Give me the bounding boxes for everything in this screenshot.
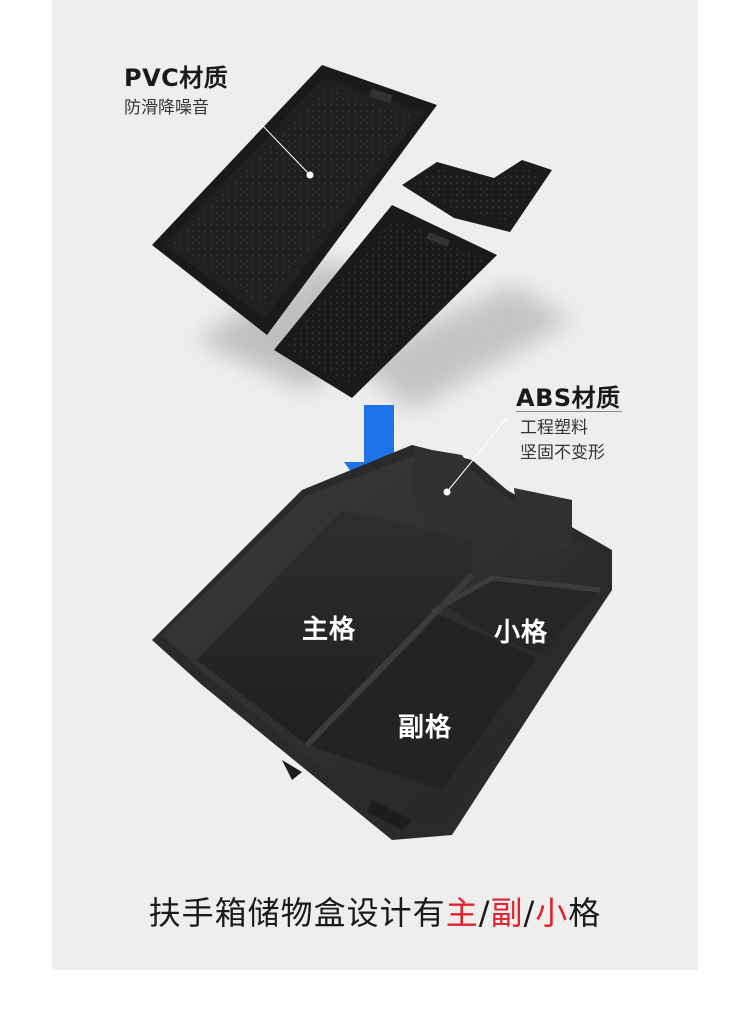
caption-secondary: 副 — [490, 894, 524, 932]
pvc-material-desc: 防滑降噪音 — [124, 98, 209, 118]
caption-main: 主 — [445, 894, 479, 932]
abs-material-title: ABS材质 — [516, 384, 621, 412]
pvc-mat-large — [152, 65, 437, 335]
caption-sep-1: / — [478, 894, 491, 932]
abs-tray — [152, 445, 612, 840]
secondary-compartment-label: 副格 — [398, 713, 453, 743]
abs-title-underline — [516, 411, 622, 412]
product-illustration — [152, 65, 612, 840]
caption-prefix: 扶手箱储物盒设计有 — [148, 894, 446, 932]
caption-small: 小 — [535, 894, 569, 932]
caption-sep-2: / — [523, 894, 536, 932]
abs-material-desc-2: 坚固不变形 — [520, 443, 605, 463]
pvc-mat-small — [402, 160, 552, 232]
main-compartment-label: 主格 — [302, 615, 357, 645]
small-compartment-label: 小格 — [494, 618, 549, 648]
abs-pointer — [443, 417, 508, 496]
pvc-material-title: PVC材质 — [124, 64, 229, 92]
abs-material-desc-1: 工程塑料 — [520, 418, 588, 438]
pvc-mat-medium — [274, 205, 497, 398]
pvc-pointer — [261, 124, 314, 179]
feature-caption: 扶手箱储物盒设计有主/副/小格 — [52, 888, 698, 934]
caption-suffix: 格 — [568, 894, 602, 932]
product-image-panel: PVC材质 防滑降噪音 ABS材质 工程塑料 坚固不变形 主格 小格 副格 扶手… — [52, 0, 698, 970]
